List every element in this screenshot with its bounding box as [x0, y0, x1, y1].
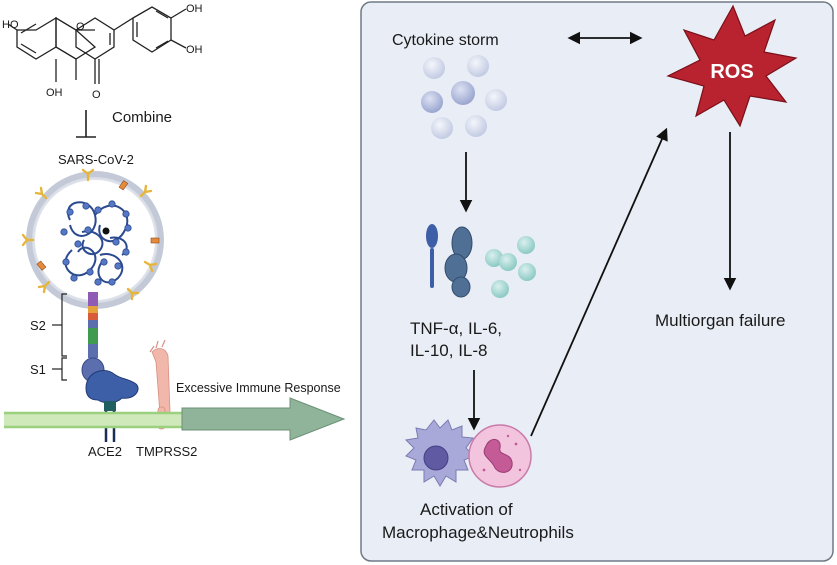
- virus-label: SARS-CoV-2: [58, 152, 134, 167]
- combine-label: Combine: [112, 109, 172, 126]
- sars-cov-2-virion: [21, 168, 164, 309]
- molecule-oh-top-1: OH: [186, 3, 203, 15]
- ace2-receptor: [85, 370, 139, 442]
- excessive-immune-response-arrow: [181, 397, 346, 441]
- s2-label: S2: [30, 318, 46, 333]
- tmprss2-label: TMPRSS2: [136, 444, 197, 459]
- neutrophil-cell: [468, 424, 532, 488]
- interleukins-line-1: TNF-α, IL-6,: [410, 319, 502, 338]
- ace2-label: ACE2: [88, 444, 122, 459]
- excessive-immune-response-label: Excessive Immune Response: [176, 381, 341, 395]
- molecule-ho-label: HO: [2, 19, 19, 31]
- spike-protein: [81, 292, 105, 383]
- inhibition-arrow: [76, 110, 96, 138]
- cytokine-particles: [421, 55, 507, 139]
- molecule-oh-bottom: OH: [46, 87, 63, 99]
- ros-label: ROS: [710, 61, 753, 83]
- s-domain-brackets: [52, 293, 67, 381]
- s1-label: S1: [30, 362, 46, 377]
- cytokine-storm-label: Cytokine storm: [392, 32, 499, 49]
- molecule-oh-top-2: OH: [186, 44, 203, 56]
- interleukins-line-2: IL-10, IL-8: [410, 341, 488, 360]
- arrow-cells-to-ros: [530, 127, 668, 437]
- activation-line-2: Macrophage&Neutrophils: [382, 523, 574, 542]
- ros-burst: [666, 4, 798, 128]
- molecule-ring-o: O: [76, 21, 85, 33]
- macrophage-cell: [404, 419, 475, 487]
- multiorgan-failure-label: Multiorgan failure: [655, 311, 785, 330]
- flavonoid-molecule: [7, 6, 187, 84]
- molecule-ketone-o: O: [92, 89, 101, 101]
- activation-line-1: Activation of: [420, 500, 513, 519]
- interleukin-proteins: [426, 224, 536, 298]
